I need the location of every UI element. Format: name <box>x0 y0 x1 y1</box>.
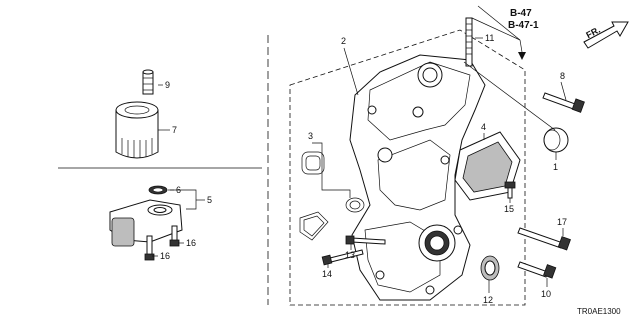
oil-seal-12 <box>480 255 500 281</box>
oil-filter-base <box>109 199 183 247</box>
callout-9: 9 <box>165 80 170 90</box>
bolt-16-left <box>144 235 155 261</box>
bolt-8 <box>542 92 585 113</box>
callout-16-left: 16 <box>160 251 170 261</box>
filter-nipple <box>142 69 154 95</box>
bolt-10 <box>517 261 557 279</box>
callout-1: 1 <box>553 162 558 172</box>
callout-5: 5 <box>207 195 212 205</box>
gasket-3 <box>299 151 365 241</box>
section-dividers <box>58 35 269 305</box>
leader-lines <box>152 37 567 293</box>
bolt-13 <box>345 235 386 245</box>
ref-b47: B-47 <box>510 8 532 19</box>
diagram-code: TR0AE1300 <box>577 307 621 316</box>
callout-17: 17 <box>557 217 567 227</box>
callout-12: 12 <box>483 295 493 305</box>
plug-cap-1 <box>543 127 569 153</box>
callout-6: 6 <box>176 185 181 195</box>
reference-arrow <box>471 5 526 60</box>
callout-3: 3 <box>308 131 313 141</box>
callout-10: 10 <box>541 289 551 299</box>
callout-16-right: 16 <box>186 238 196 248</box>
callout-4: 4 <box>481 122 486 132</box>
callout-13: 13 <box>345 250 355 260</box>
callout-8: 8 <box>560 71 565 81</box>
stud-bolt-11 <box>465 17 473 67</box>
front-direction-arrow <box>583 21 629 49</box>
o-ring-6 <box>148 185 168 195</box>
bolt-17 <box>517 227 571 251</box>
callout-15: 15 <box>504 204 514 214</box>
callout-2: 2 <box>341 36 346 46</box>
callout-7: 7 <box>172 125 177 135</box>
oil-filter <box>115 101 159 159</box>
ref-b47-1: B-47-1 <box>508 20 539 31</box>
chain-case <box>349 54 486 301</box>
callout-14: 14 <box>322 269 332 279</box>
bolt-14 <box>321 249 364 266</box>
assembly-boundary <box>289 29 526 306</box>
callout-11: 11 <box>485 33 494 43</box>
